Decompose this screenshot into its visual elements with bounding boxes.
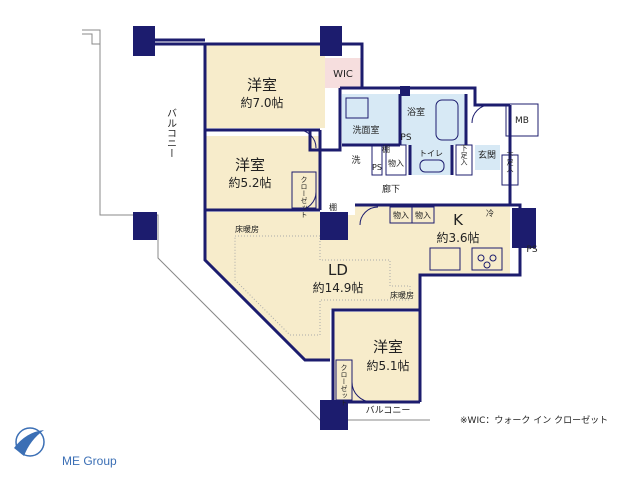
column (320, 26, 342, 56)
western3-name: 洋室 (373, 338, 403, 356)
western3-size: 約5.1帖 (366, 358, 409, 373)
columns (133, 26, 536, 430)
western1-size: 約7.0帖 (240, 95, 283, 110)
western3-fill (333, 312, 420, 402)
ld-name: LD (328, 261, 348, 279)
room-labels: 洋室 約7.0帖 洋室 約5.2帖 LD 約14.9帖 K 約3.6帖 洋室 約… (228, 76, 479, 373)
ps-label-1: PS (400, 133, 411, 143)
balcony-left-label: バルコニー (165, 108, 177, 158)
western2-size: 約5.2帖 (228, 175, 271, 190)
closet-label-1: クローゼット (300, 176, 308, 218)
wash-label: 洗 (351, 154, 360, 166)
ps-label-2: PS (372, 163, 382, 172)
entrance-fill (475, 145, 500, 170)
bath-label: 浴室 (407, 106, 425, 118)
ld-size: 約14.9帖 (313, 280, 364, 295)
ld-fill (205, 205, 510, 360)
thin-lines (291, 97, 539, 401)
me-group-logo: ME Group (14, 427, 117, 468)
column (400, 86, 410, 96)
column (320, 212, 348, 240)
closet-label-2: クローゼット (340, 364, 348, 406)
logo-bird-icon (14, 430, 44, 456)
shelf-label-2: 棚 (329, 202, 337, 212)
room-fills (205, 45, 510, 402)
column (320, 400, 348, 430)
door-swings (297, 104, 491, 403)
western2-fill (205, 136, 320, 210)
kitchen-name: K (453, 211, 464, 229)
column (133, 26, 155, 56)
balcony-bottom-label: バルコニー (366, 405, 411, 416)
toilet-label: トイレ (419, 149, 443, 158)
column (133, 212, 157, 240)
hallway-label: 廊下 (382, 183, 400, 195)
wic-label: WIC (333, 69, 353, 80)
column (512, 208, 536, 248)
storage-label-1: 物入 (388, 158, 404, 168)
walls (148, 38, 522, 404)
small-labels: WIC 浴室 洗面室 PS PS PS 洗 棚 棚 物入 物入 物入 トイレ 玄… (165, 69, 538, 416)
fridge-label: 冷 (486, 208, 494, 218)
western2-name: 洋室 (235, 156, 265, 174)
floor-heat-label-2: 床暖房 (390, 290, 414, 300)
wic-fill (325, 58, 362, 88)
kitchen-size: 約3.6帖 (436, 230, 479, 245)
wic-note: ※WIC：ウォーク イン クローゼット (460, 414, 608, 426)
logo-circle-icon (15, 427, 45, 457)
shoe-label-2: 下足入 (506, 152, 514, 173)
entrance-label: 玄関 (478, 149, 496, 161)
storage-label-3: 物入 (415, 210, 431, 220)
bath-fill (400, 94, 466, 145)
storage-label-2: 物入 (393, 210, 409, 220)
western1-fill (205, 45, 325, 128)
logo-text: ME Group (62, 454, 117, 468)
floor-heat-label-1: 床暖房 (235, 224, 259, 234)
washroom-fill (342, 94, 400, 145)
mb-label: MB (515, 116, 529, 126)
washroom-label: 洗面室 (352, 124, 379, 136)
shelf-label-1: 棚 (382, 144, 390, 154)
ps-label-3: PS (526, 245, 537, 255)
western1-name: 洋室 (247, 76, 277, 94)
shoe-label-1: 下足入 (460, 145, 468, 166)
floor-heating-dotted (234, 235, 411, 336)
